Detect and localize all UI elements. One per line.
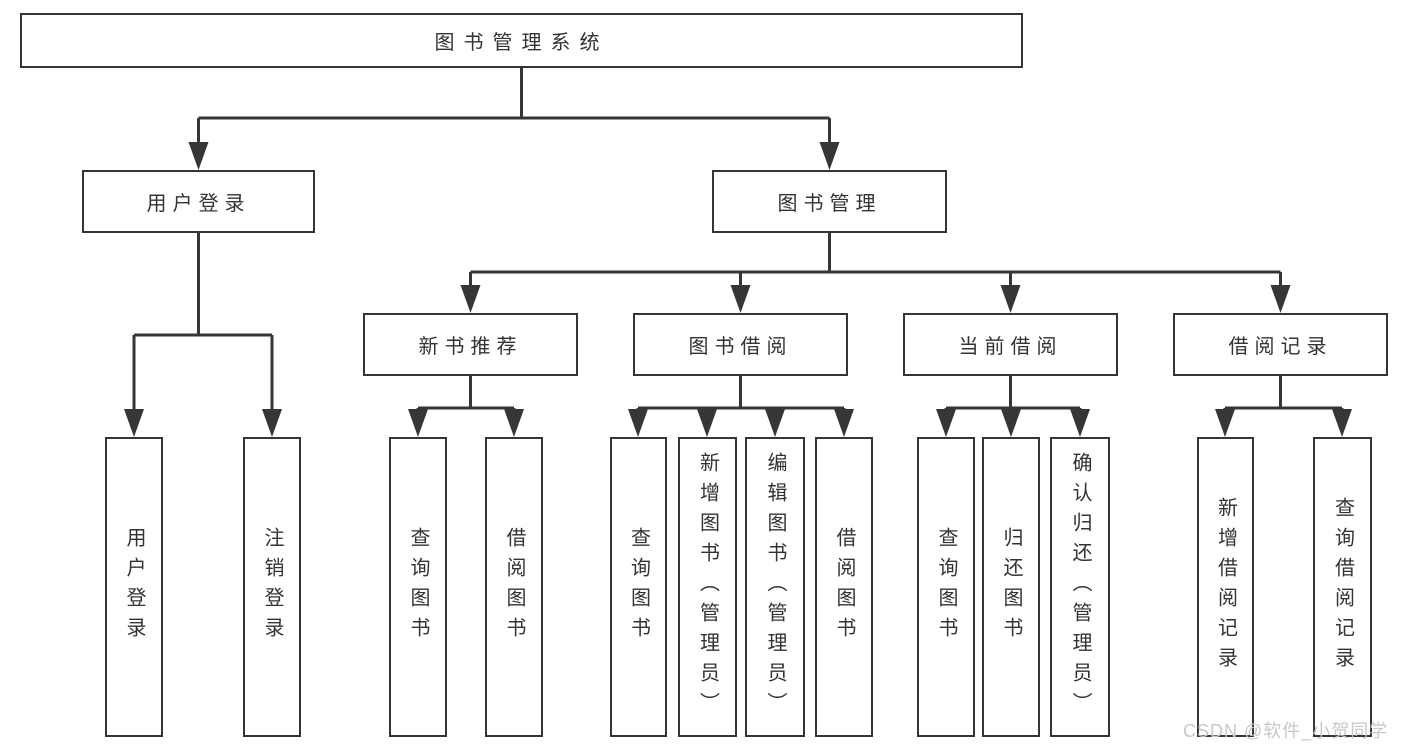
leaf-borrow-books-recommend-label: 借阅图书 (503, 527, 525, 647)
node-current-borrow: 当前借阅 (903, 313, 1118, 376)
leaf-query-borrow-record: 查询借阅记录 (1313, 437, 1372, 737)
leaf-query-books-current: 查询图书 (917, 437, 975, 737)
node-user-login: 用户登录 (82, 170, 315, 233)
leaf-query-books-borrow: 查询图书 (610, 437, 667, 737)
node-new-book-recommend: 新书推荐 (363, 313, 578, 376)
arrowheads (124, 142, 1352, 437)
leaf-query-books-current-label: 查询图书 (935, 527, 957, 647)
leaf-borrow-books-recommend: 借阅图书 (485, 437, 543, 737)
connector-new-book-to-leaves (416, 376, 516, 415)
leaf-query-books-borrow-label: 查询图书 (627, 527, 650, 647)
leaf-logout-label: 注销登录 (261, 527, 283, 647)
leaf-add-book-admin: 新增图书（管理员） (678, 437, 737, 737)
node-book-borrow: 图书借阅 (633, 313, 848, 376)
leaf-confirm-return-admin-label: 确认归还（管理员） (1069, 452, 1091, 722)
node-library-system: 图书管理系统 (20, 13, 1023, 68)
leaf-edit-book-admin: 编辑图书（管理员） (745, 437, 805, 737)
leaf-add-borrow-record-label: 新增借阅记录 (1214, 497, 1237, 677)
leaf-logout: 注销登录 (243, 437, 301, 737)
leaf-add-borrow-record: 新增借阅记录 (1197, 437, 1254, 737)
connector-book-borrow-to-leaves (636, 376, 846, 415)
connector-book-mgmt-to-level3 (469, 233, 1282, 291)
node-book-management: 图书管理 (712, 170, 947, 233)
leaf-user-login: 用户登录 (105, 437, 163, 737)
leaf-user-login-label: 用户登录 (123, 527, 145, 647)
leaf-borrow-books: 借阅图书 (815, 437, 873, 737)
connector-root-to-level2 (197, 68, 831, 148)
leaf-query-borrow-record-label: 查询借阅记录 (1331, 497, 1354, 677)
leaf-add-book-admin-label: 新增图书（管理员） (696, 452, 719, 722)
leaf-borrow-books-label: 借阅图书 (833, 527, 855, 647)
leaf-return-books: 归还图书 (982, 437, 1040, 737)
connector-user-login-to-leaves (132, 233, 274, 415)
connector-borrow-records-to-leaves (1223, 376, 1344, 415)
watermark: CSDN @软件_小贺同学 (1183, 721, 1389, 741)
leaf-return-books-label: 归还图书 (1000, 527, 1022, 647)
leaf-edit-book-admin-label: 编辑图书（管理员） (764, 452, 786, 722)
node-borrow-records: 借阅记录 (1173, 313, 1388, 376)
leaf-confirm-return-admin: 确认归还（管理员） (1050, 437, 1110, 737)
leaf-query-books-recommend-label: 查询图书 (407, 527, 429, 647)
leaf-query-books-recommend: 查询图书 (389, 437, 447, 737)
